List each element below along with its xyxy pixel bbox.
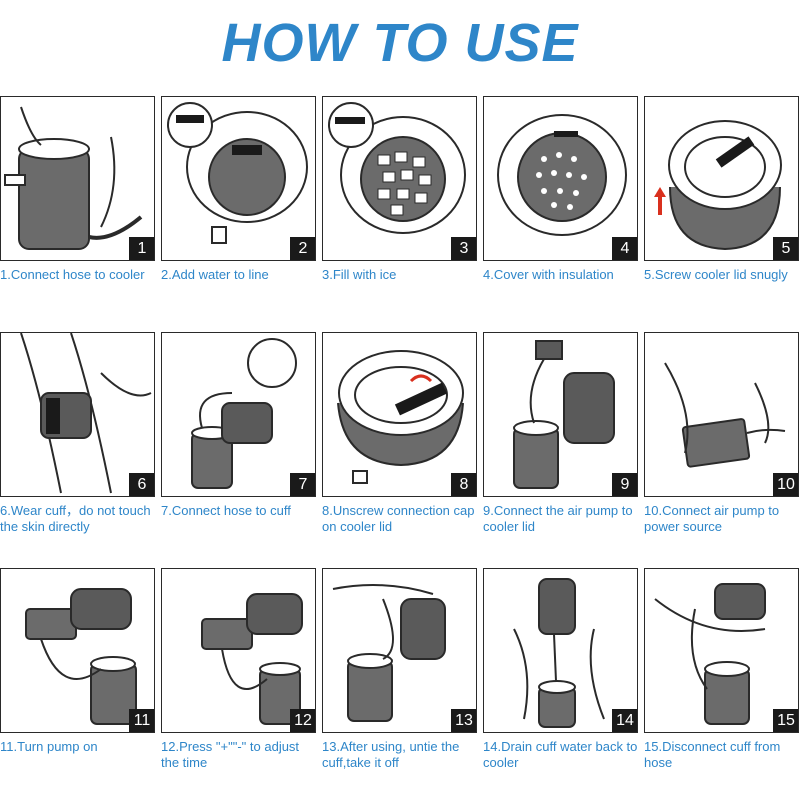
step-illustration: 3 <box>322 96 477 261</box>
step-caption: 14.Drain cuff water back to cooler <box>483 739 638 770</box>
step-caption: 4.Cover with insulation <box>483 267 614 282</box>
unscrew-cap-illustration <box>337 350 464 484</box>
cooler-hose-illustration <box>4 106 143 250</box>
step-number: 5 <box>773 237 798 260</box>
step-illustration: 13 <box>322 568 477 733</box>
connect-pump-illustration <box>513 340 615 489</box>
step-number: 4 <box>612 237 637 260</box>
step-caption: 9.Connect the air pump to cooler lid <box>483 503 633 534</box>
step-illustration: 5 <box>644 96 799 261</box>
step-illustration: 12 <box>161 568 316 733</box>
step-number: 2 <box>290 237 315 260</box>
step-illustration: 2 <box>161 96 316 261</box>
step-caption: 2.Add water to line <box>161 267 269 282</box>
step-number: 8 <box>451 473 476 496</box>
step-illustration: 11 <box>0 568 155 733</box>
page-title: HOW TO USE <box>221 13 579 73</box>
step-number: 6 <box>129 473 154 496</box>
step-illustration: 9 <box>483 332 638 497</box>
step-number: 3 <box>451 237 476 260</box>
wear-cuff-illustration <box>20 333 152 494</box>
step-caption: 7.Connect hose to cuff <box>161 503 291 518</box>
insulation-illustration <box>497 114 627 236</box>
step-caption: 5.Screw cooler lid snugly <box>644 267 788 282</box>
step-caption: 10.Connect air pump to power source <box>644 503 780 534</box>
step-number: 7 <box>290 473 315 496</box>
step-caption: 3.Fill with ice <box>322 267 397 282</box>
step-caption: 1.Connect hose to cooler <box>0 267 145 282</box>
step-illustration: 1 <box>0 96 155 261</box>
disconnect-cuff-illustration <box>654 583 766 725</box>
step-number: 10 <box>773 473 798 496</box>
step-illustration: 8 <box>322 332 477 497</box>
step-number: 9 <box>612 473 637 496</box>
step-caption: 11.Turn pump on <box>0 739 98 754</box>
step-illustration: 14 <box>483 568 638 733</box>
power-source-illustration <box>664 362 786 468</box>
step-number: 13 <box>451 709 476 732</box>
step-caption: 8.Unscrew connection cap on cooler lid <box>322 503 475 534</box>
ice-illustration <box>328 102 466 234</box>
step-caption: 6.Wear cuff，do not touch the skin direct… <box>0 503 151 534</box>
step-caption: 15.Disconnect cuff from hose <box>644 739 781 770</box>
step-illustration: 15 <box>644 568 799 733</box>
step-number: 1 <box>129 237 154 260</box>
step-number: 15 <box>773 709 798 732</box>
step-number: 11 <box>129 709 154 732</box>
step-caption: 13.After using, untie the cuff,take it o… <box>322 739 460 770</box>
untie-cuff-illustration <box>332 584 446 722</box>
step-number: 12 <box>290 709 315 732</box>
step-illustration: 4 <box>483 96 638 261</box>
hose-to-cuff-illustration <box>191 338 297 489</box>
step-illustration: 10 <box>644 332 799 497</box>
add-water-illustration <box>167 102 308 244</box>
step-number: 14 <box>612 709 637 732</box>
adjust-time-illustration <box>201 593 303 725</box>
step-caption: 12.Press "+""-" to adjust the time <box>161 739 300 770</box>
pump-on-illustration <box>25 588 137 725</box>
screw-lid-illustration <box>654 120 782 251</box>
step-illustration: 7 <box>161 332 316 497</box>
drain-water-illustration <box>513 578 605 728</box>
step-illustration: 6 <box>0 332 155 497</box>
